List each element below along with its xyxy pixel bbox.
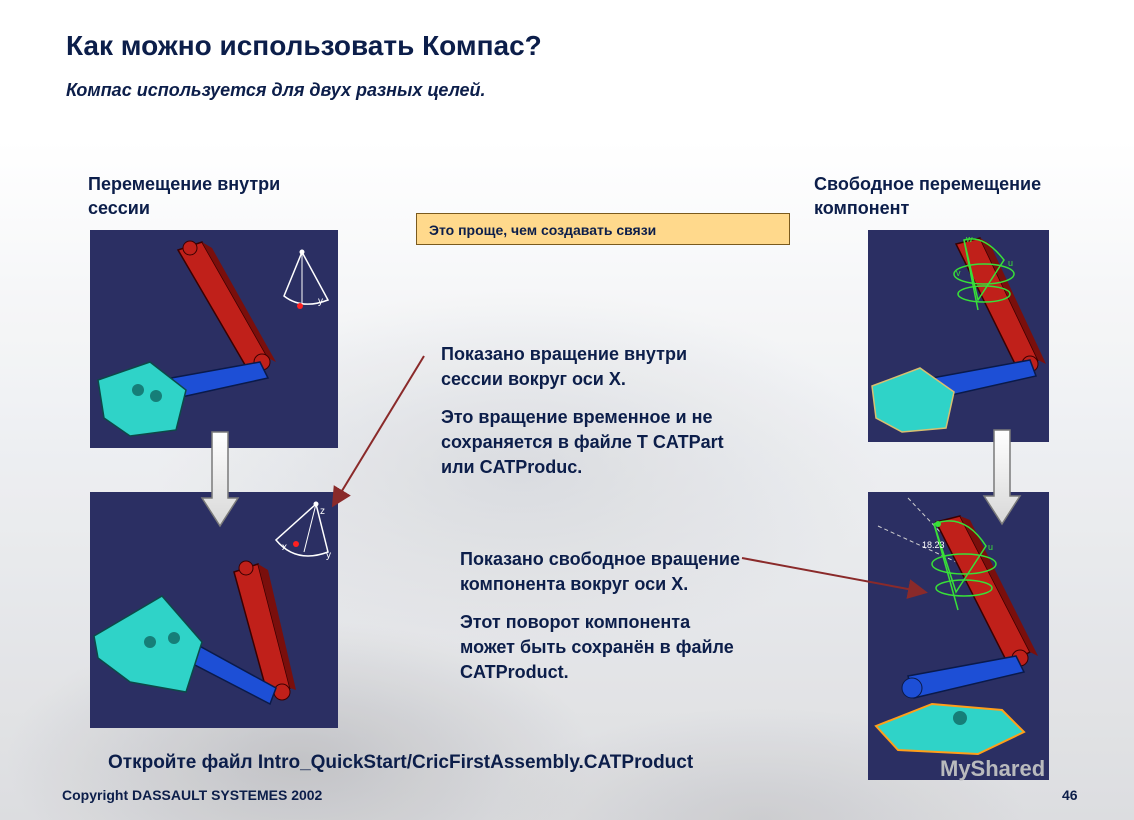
session-view-after: x y z [90,492,338,728]
compass-y-label: y [318,296,323,307]
note-box: Это проще, чем создавать связи [416,213,790,245]
compass-v-label: v [956,268,961,278]
compass-z-label: z [320,506,325,517]
free-rotation-p2: Этот поворот компонента может быть сохра… [460,612,734,682]
compass-icon: y [283,249,330,309]
down-arrow-icon [200,431,240,528]
open-file-instruction: Откройте файл Intro_QuickStart/CricFirst… [108,752,694,773]
free-rotation-text: Показано свободное вращение компонента в… [460,547,740,698]
session-rotation-p1: Показано вращение внутри сессии вокруг о… [441,344,688,389]
copyright: Copyright DASSAULT SYSTEMES 2002 [62,787,323,803]
left-column-label: Перемещение внутри сессии [88,174,281,218]
page-number: 46 [1062,787,1078,803]
compass-u-label: u [1008,258,1013,268]
compass-w-label: w [965,234,973,244]
session-rotation-text: Показано вращение внутри сессии вокруг о… [441,342,724,493]
compass-angle-label: 18.23 [922,540,945,550]
compass-u-label: u [988,542,993,552]
session-view-before: y [90,230,338,448]
compass-icon: 18.23 u [922,520,997,611]
free-view-after: 18.23 u [868,492,1049,780]
watermark: MyShared [940,756,1046,781]
compass-icon: w u v [953,234,1015,311]
down-arrow-icon [982,429,1022,526]
session-rotation-p2: Это вращение временное и не сохраняется … [441,407,724,477]
compass-y-label: y [326,550,331,561]
page-title: Как можно использовать Компас? [66,30,542,61]
compass-x-label: x [282,542,287,553]
free-rotation-p1: Показано свободное вращение компонента в… [460,549,740,594]
page-subtitle: Компас используется для двух разных целе… [66,80,486,100]
free-view-before: w u v [868,230,1049,442]
compass-icon: x y z [274,501,331,561]
right-column-label: Свободное перемещение компонент [814,174,1042,218]
